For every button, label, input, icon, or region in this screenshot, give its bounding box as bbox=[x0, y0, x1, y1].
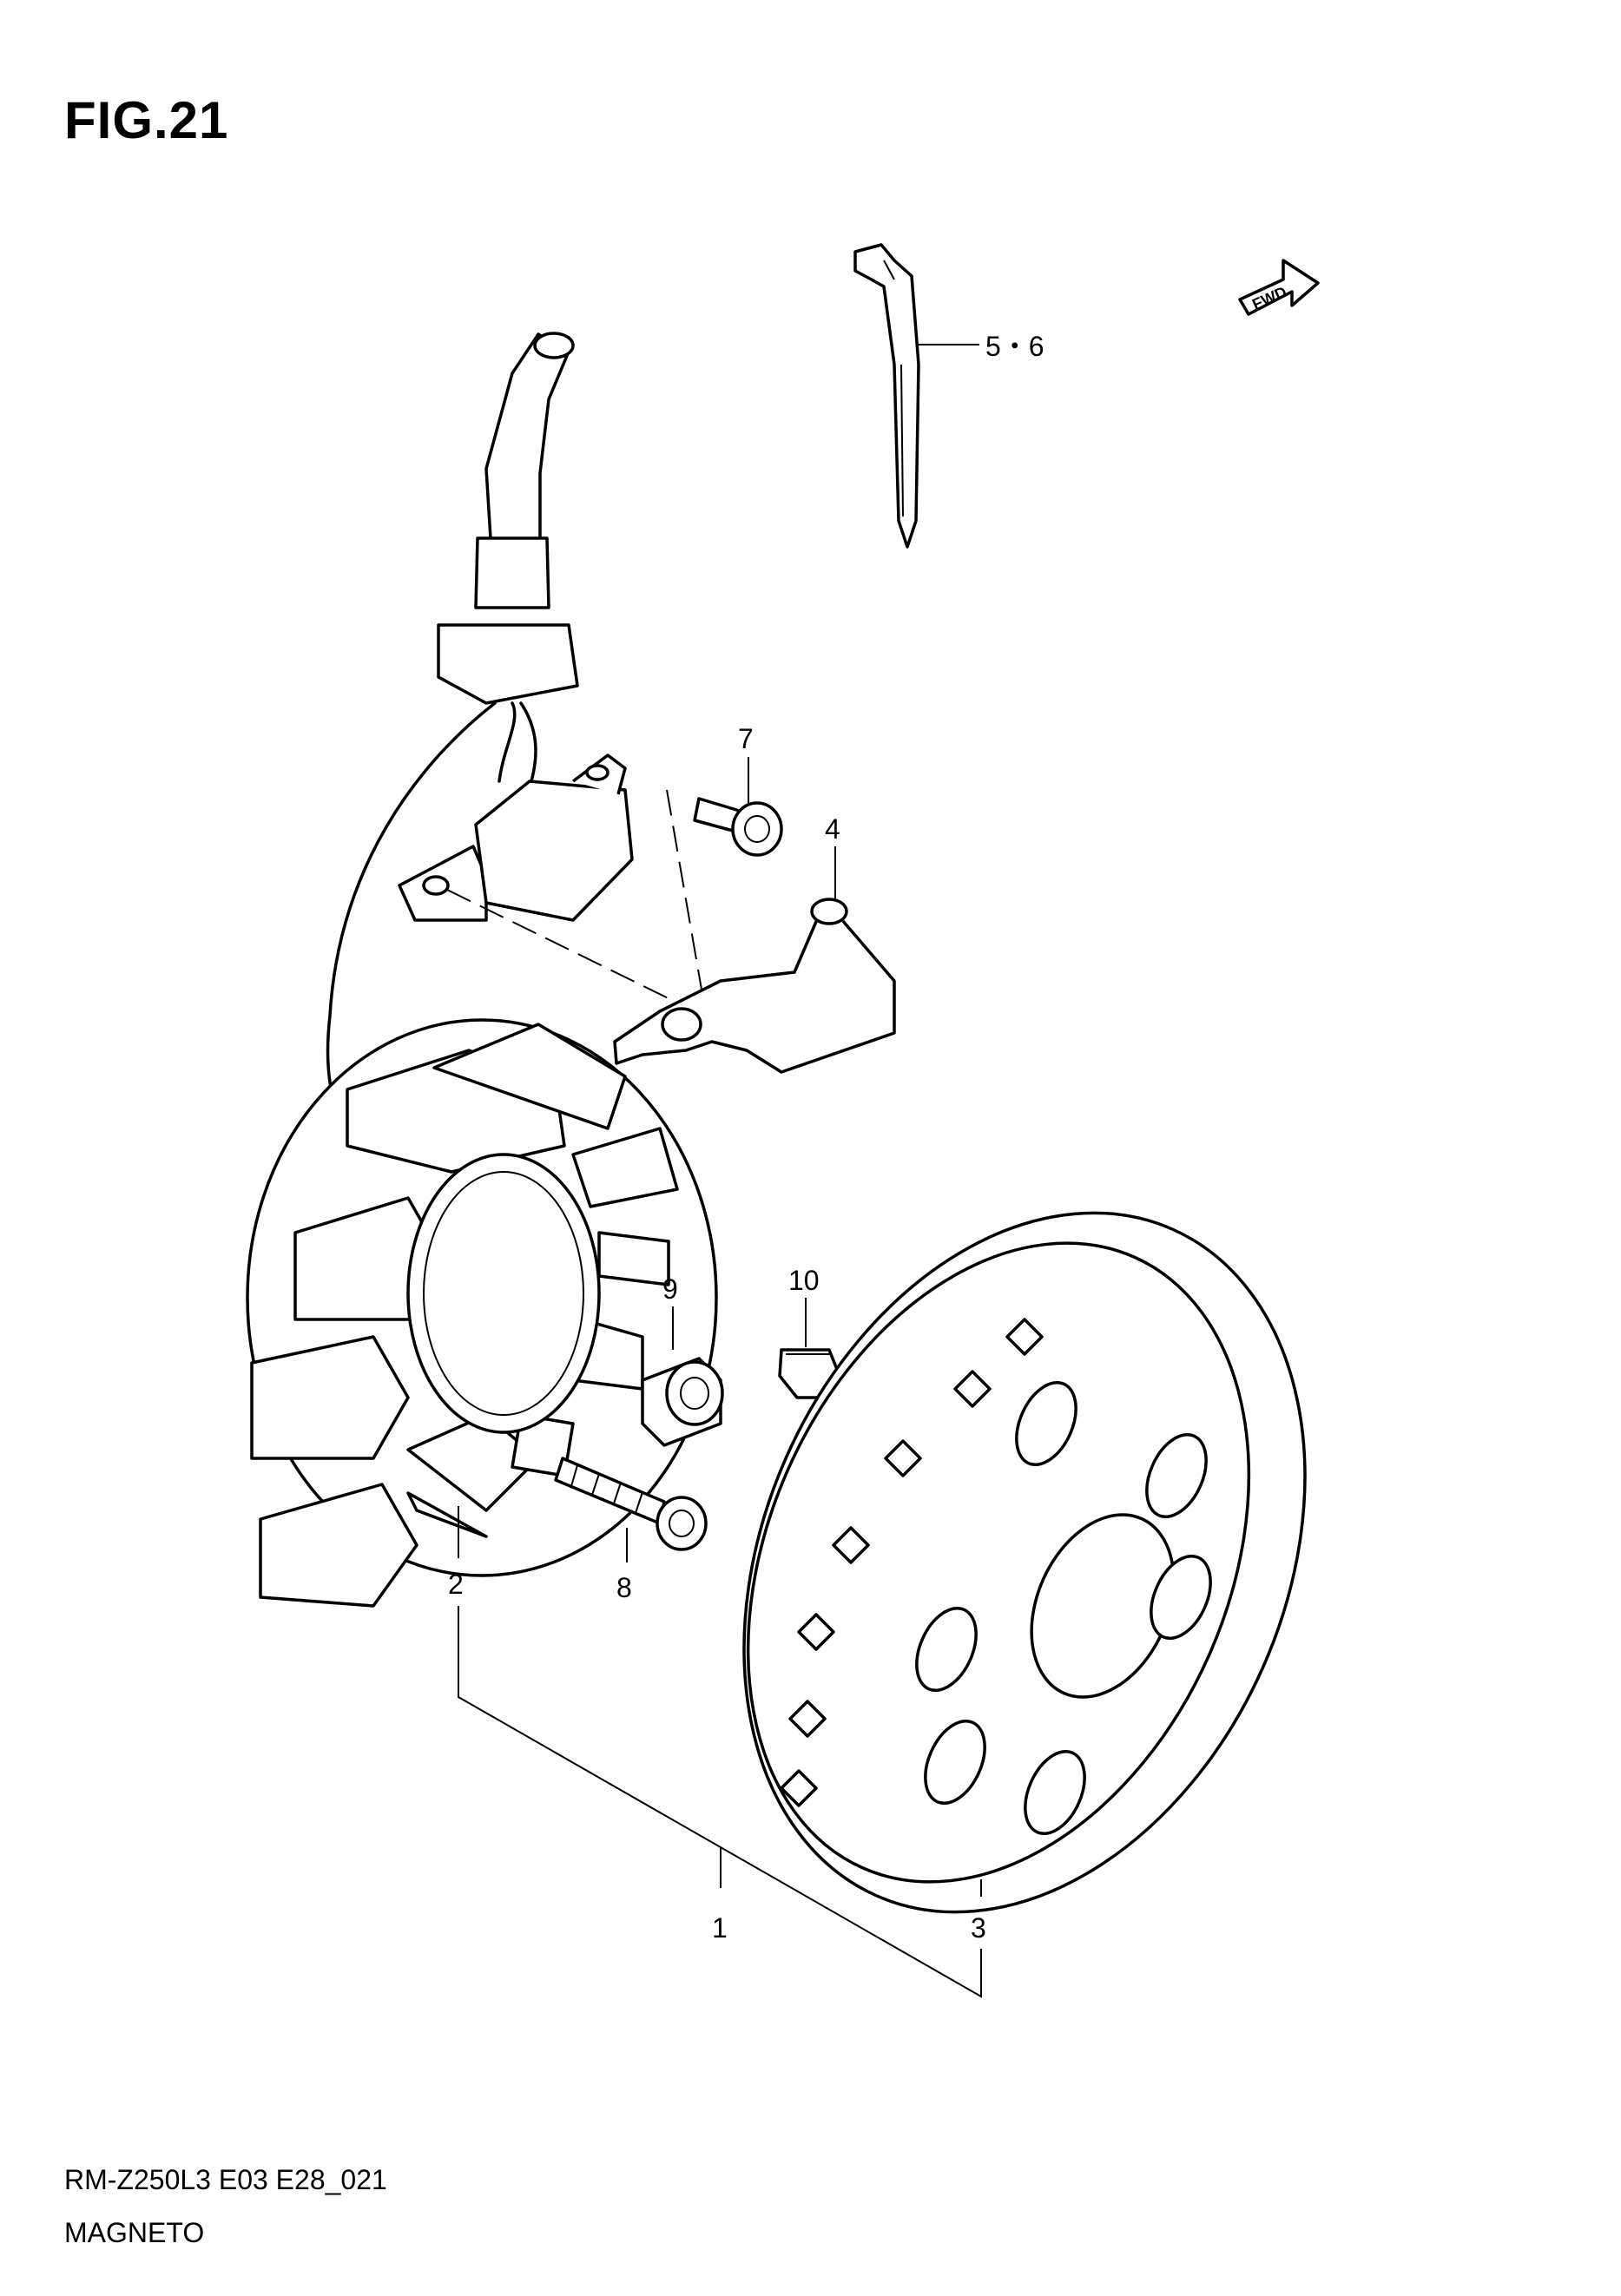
diagram-code: RM-Z250L3 E03 E28_021 bbox=[64, 2164, 387, 2195]
callout-3: 3 bbox=[971, 1912, 986, 1944]
figure-title: FIG.21 bbox=[64, 91, 229, 149]
callout-1: 1 bbox=[712, 1912, 728, 1944]
rotor-3-part bbox=[742, 1211, 1307, 1914]
wire-harness-part bbox=[326, 332, 579, 1130]
fwd-arrow-icon: FWD bbox=[1238, 259, 1320, 316]
key-10-part bbox=[778, 1348, 840, 1399]
assembly-bracket-1 bbox=[458, 1606, 982, 1998]
callout-7: 7 bbox=[738, 723, 754, 754]
bolt-7-part bbox=[693, 797, 783, 857]
pickup-coil-part bbox=[398, 753, 634, 922]
callout-5-6: 5・6 bbox=[985, 331, 1044, 362]
assembly-dash-line bbox=[446, 889, 687, 1008]
assembly-dash-line-2 bbox=[666, 789, 708, 1025]
callout-10: 10 bbox=[788, 1265, 820, 1296]
cable-tie-part bbox=[853, 243, 920, 549]
bolt-8-part bbox=[554, 1457, 708, 1551]
callout-8: 8 bbox=[616, 1572, 632, 1603]
callout-2: 2 bbox=[448, 1569, 464, 1600]
callout-4: 4 bbox=[825, 813, 840, 845]
stator-2-part bbox=[246, 1018, 718, 1608]
spacer-9-part bbox=[641, 1357, 724, 1447]
bracket-4-part bbox=[613, 898, 896, 1074]
callout-9: 9 bbox=[662, 1273, 678, 1305]
diagram-name: MAGNETO bbox=[64, 2217, 205, 2248]
